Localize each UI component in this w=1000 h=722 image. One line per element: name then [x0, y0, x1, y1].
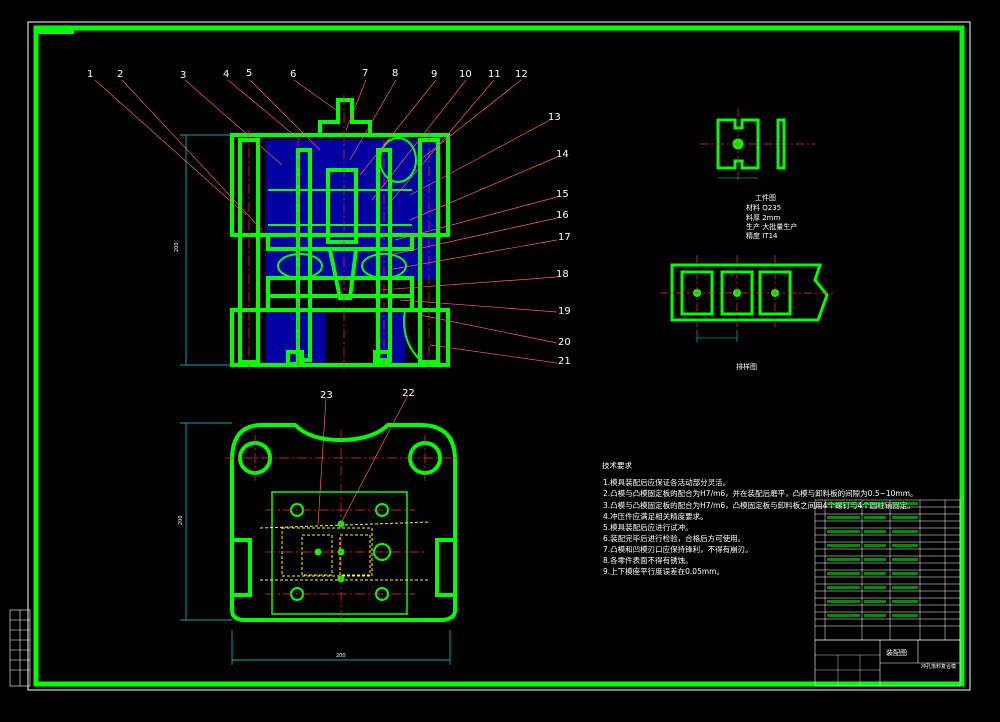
- part-label-20: 20: [558, 337, 571, 348]
- part-label-2: 2: [117, 69, 123, 80]
- svg-text:200: 200: [336, 653, 346, 659]
- part-label-3: 3: [180, 70, 186, 81]
- note-5: 5.模具装配后应进行试冲。: [603, 522, 693, 532]
- strip-caption: 排样图: [736, 362, 757, 371]
- part-spec-label: 工件图: [755, 193, 776, 202]
- note-9: 9.上下模座平行度误差在0.05mm。: [603, 566, 724, 576]
- part-spec-line-1: 材料 Q235: [746, 203, 781, 212]
- plan-view: 200 200: [178, 422, 460, 665]
- part-label-17: 17: [558, 232, 571, 243]
- part-label-11: 11: [488, 69, 501, 80]
- notes-heading: 技术要求: [602, 460, 632, 470]
- part-label-9: 9: [431, 69, 437, 80]
- svg-text:200: 200: [178, 515, 184, 525]
- svg-text:200: 200: [174, 242, 180, 252]
- part-drawing: 工件图 材料 Q235 料厚 2mm 生产 大批量生产 精度 IT14: [700, 108, 815, 240]
- height-dimension: [180, 134, 234, 366]
- note-8: 8.各零件表面不得有锈蚀。: [603, 555, 693, 565]
- technical-notes: 技术要求 1.模具装配后应保证各活动部分灵活。 2.凸模与凸模固定板的配合为H7…: [602, 460, 918, 576]
- product-name: 冲孔落料复合模: [921, 663, 956, 670]
- part-label-5: 5: [246, 68, 252, 79]
- note-2: 2.凸模与凸模固定板的配合为H7/m6，并在装配后磨平，凸模与卸料板的间隙为0.…: [603, 488, 918, 498]
- part-label-15: 15: [556, 189, 569, 200]
- side-register-table: [9, 609, 31, 687]
- part-label-6: 6: [290, 69, 296, 80]
- bom-rows-fill: [827, 502, 918, 617]
- part-label-7: 7: [362, 68, 368, 79]
- part-spec-line-2: 料厚 2mm: [746, 213, 780, 222]
- part-label-18: 18: [556, 269, 569, 280]
- part-label-1: 1: [87, 69, 93, 80]
- drawing-frame: [27, 21, 971, 691]
- part-label-21: 21: [558, 356, 571, 367]
- centerlines: [248, 95, 430, 370]
- note-1: 1.模具装配后应保证各活动部分灵活。: [603, 477, 730, 487]
- title-block: 装配图 冲孔落料复合模: [814, 639, 961, 687]
- strip-layout: 排样图: [660, 255, 835, 371]
- part-label-12: 12: [515, 69, 528, 80]
- part-label-23: 23: [320, 390, 333, 401]
- part-label-16: 16: [556, 210, 569, 221]
- bill-of-materials: [814, 499, 961, 641]
- section-hatch: [265, 140, 440, 365]
- note-3: 3.凸模与凸模固定板的配合为H7/m6，凸模固定板与卸料板之间用4个螺钉与4个圆…: [603, 500, 915, 510]
- assembly-section-view: 200: [87, 68, 571, 526]
- part-label-22: 22: [402, 388, 415, 399]
- note-7: 7.凸模和凹模刃口应保持锋利，不得有崩刃。: [603, 544, 753, 554]
- drawing-name: 装配图: [886, 648, 907, 657]
- part-label-19: 19: [558, 306, 571, 317]
- part-label-14: 14: [556, 149, 569, 160]
- part-label-13: 13: [548, 112, 561, 123]
- note-6: 6.装配完毕后进行检验，合格后方可使用。: [603, 533, 745, 543]
- part-label-8: 8: [392, 68, 398, 79]
- leader-lines: [94, 79, 558, 526]
- part-spec-line-4: 精度 IT14: [746, 231, 778, 240]
- part-label-10: 10: [459, 69, 472, 80]
- part-spec-line-3: 生产 大批量生产: [746, 222, 797, 231]
- part-label-4: 4: [223, 69, 229, 80]
- note-4: 4.冲压件应满足相关精度要求。: [603, 511, 708, 521]
- part-number-labels: 1 2 3 4 5 6 7 8 9 10 11 12 13 14 15 16 1…: [87, 68, 571, 401]
